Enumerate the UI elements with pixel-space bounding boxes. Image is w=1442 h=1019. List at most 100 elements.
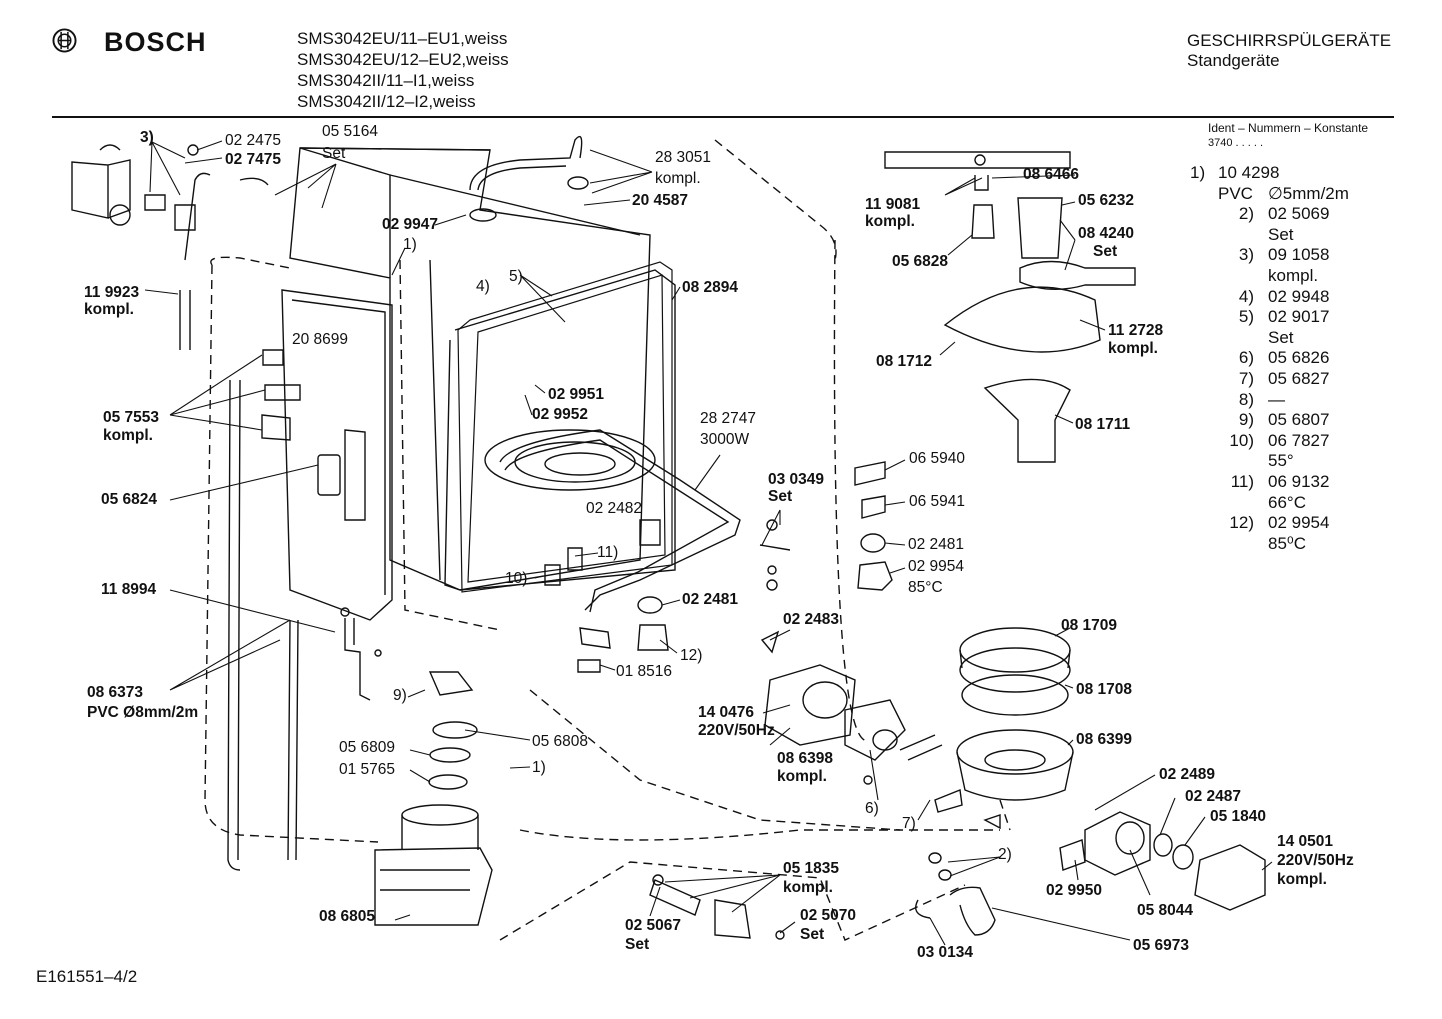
filter-cylinder	[1017, 197, 1063, 259]
legend-value: 10 4298	[1218, 163, 1280, 182]
legend-value: 66°C	[1268, 492, 1306, 512]
legend-value: —	[1268, 389, 1285, 409]
model-line: SMS3042II/11–I1,weiss	[297, 71, 475, 90]
callout-label: 05 7553	[103, 409, 160, 426]
legend-ref: 2)	[1238, 204, 1254, 224]
callout-label: 05 6824	[101, 491, 158, 508]
callout-label: Set	[625, 936, 650, 953]
machine-outline-dashed	[204, 139, 1011, 941]
callout-label: 08 1709	[1061, 617, 1118, 634]
callout-label: 05 1840	[1210, 808, 1267, 825]
fill-hose	[227, 379, 299, 871]
legend-ref: 1)	[1190, 163, 1206, 182]
pipe-coupler	[567, 176, 589, 190]
callout-label: 08 6466	[1023, 166, 1080, 183]
door-outline-dashed	[529, 689, 901, 831]
top-water-pipe	[469, 135, 583, 191]
model-list: SMS3042EU/11–EU1,weiss SMS3042EU/12–EU2,…	[297, 28, 509, 112]
callout-label: 06 5940	[909, 450, 966, 467]
callout-label: kompl.	[777, 768, 827, 785]
callout-label: Set	[768, 488, 793, 505]
callout-label: 28 3051	[655, 149, 712, 166]
legend-ref: 4)	[1238, 286, 1254, 306]
header-divider	[52, 116, 1394, 118]
callout-label: Set	[800, 926, 825, 943]
leader-lines	[144, 140, 1273, 946]
coarse-filter	[983, 378, 1071, 463]
callout-label: 11 9081	[865, 196, 921, 213]
level-pipe	[344, 618, 371, 701]
drain-elbow	[949, 886, 996, 936]
callout-label: 01 5765	[339, 761, 396, 778]
heating-element	[499, 429, 741, 613]
tub-body	[289, 147, 676, 591]
inlet-valve	[649, 874, 785, 940]
model-line: SMS3042EU/12–EU2,weiss	[297, 50, 509, 69]
callout-label: 02 2489	[1159, 766, 1216, 783]
callout-label: Set	[322, 145, 346, 162]
callout-label: 28 2747	[700, 410, 757, 427]
callout-label: 10)	[505, 570, 528, 587]
callout-label: 02 2483	[783, 611, 840, 628]
category-subtitle: Standgeräte	[1187, 51, 1280, 70]
filter-set	[1019, 260, 1136, 291]
drain-pump	[1084, 811, 1266, 911]
callout-label: 08 6399	[1076, 731, 1133, 748]
legend-value: 02 9948	[1268, 286, 1330, 306]
sump-assembly	[374, 671, 493, 926]
callout-label: 14 0476	[698, 704, 755, 721]
callout-label: 05 8044	[1137, 902, 1194, 919]
callout-label: 11 9923	[84, 284, 140, 301]
legend-value: ∅5mm/2m	[1268, 183, 1349, 203]
callout-label: kompl.	[655, 170, 701, 187]
callout-label: 05 6973	[1133, 937, 1190, 954]
callout-label: 08 2894	[682, 279, 739, 296]
callout-label: 05 6232	[1078, 192, 1135, 209]
legend-value: 05 6807	[1268, 410, 1330, 430]
callout-label: 08 6398	[777, 750, 834, 767]
legend-ref: 8)	[1238, 389, 1254, 409]
model-line: SMS3042EU/11–EU1,weiss	[297, 29, 508, 48]
callout-label: 05 6809	[339, 739, 396, 756]
float-switch	[854, 461, 886, 519]
callout-label: 02 9950	[1046, 882, 1103, 899]
category-title: GESCHIRRSPÜLGERÄTE	[1187, 31, 1392, 50]
legend-ref: 10)	[1229, 430, 1254, 450]
callout-label: 4)	[476, 278, 490, 295]
callout-label: 20 4587	[632, 192, 689, 209]
seal-ring	[469, 208, 497, 222]
callout-label: 08 6805	[319, 908, 376, 925]
callout-label: 02 9954	[908, 558, 965, 575]
door-seal	[457, 261, 673, 593]
callout-label: 02 2482	[586, 500, 643, 517]
callout-label: Set	[1093, 243, 1118, 260]
callout-label: 12)	[680, 647, 703, 664]
callout-label: 3000W	[700, 431, 750, 448]
callout-label: 2)	[998, 846, 1012, 863]
legend-value: kompl.	[1268, 266, 1319, 285]
callout-label: 1)	[403, 236, 417, 253]
upper-spray-arm	[884, 151, 1071, 191]
model-line: SMS3042II/12–I2,weiss	[297, 92, 476, 111]
brand-name: BOSCH	[104, 27, 207, 57]
callout-label: 7)	[902, 815, 916, 832]
callout-label: 02 5067	[625, 917, 682, 934]
category-block: GESCHIRRSPÜLGERÄTE Standgeräte	[1187, 30, 1391, 70]
legend-value: 06 9132	[1268, 472, 1330, 491]
legend-value: 85⁰C	[1268, 533, 1307, 553]
legend-ref: 7)	[1238, 369, 1254, 388]
callout-label: 02 5070	[800, 907, 857, 924]
callout-label: 11 8994	[101, 581, 157, 598]
callout-label: 08 1711	[1075, 416, 1131, 433]
callout-label: 02 2481	[682, 591, 739, 608]
spray-arm-valve	[971, 204, 995, 239]
callout-label: 11 2728	[1108, 322, 1164, 339]
callout-label: 01 8516	[616, 663, 673, 680]
callout-label: 85°C	[908, 579, 943, 596]
legend-ref: 3)	[1238, 245, 1254, 265]
callout-label: 05 5164	[322, 123, 379, 140]
drawing-number: E161551–4/2	[36, 967, 138, 986]
callout-label: 06 5941	[909, 493, 966, 510]
circulation-pump	[764, 664, 943, 761]
